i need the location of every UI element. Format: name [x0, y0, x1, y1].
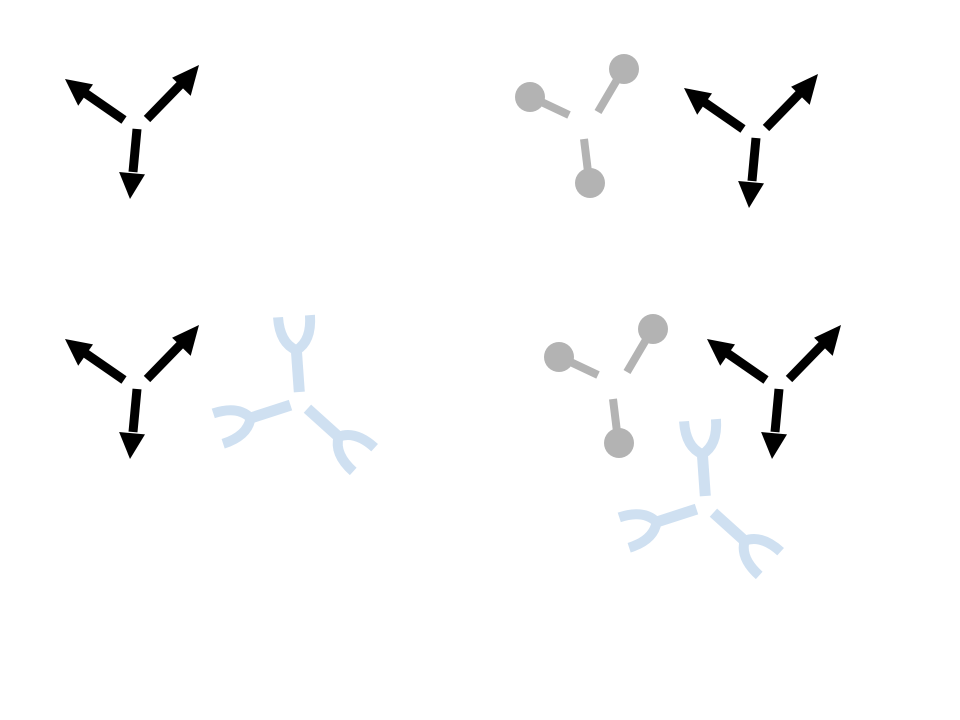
y-shaped-receptor-icon [619, 419, 780, 575]
three-way-arrow-icon [65, 325, 199, 459]
panel-top-left [65, 65, 199, 199]
panel-bottom-right [544, 314, 841, 575]
three-way-arrow-icon [65, 65, 199, 199]
panel-bottom-left [65, 315, 375, 471]
ball-and-stick-ligand-icon [544, 314, 668, 458]
three-way-arrow-icon [707, 325, 841, 459]
ball-and-stick-ligand-icon [515, 54, 639, 198]
panel-top-right [515, 54, 818, 208]
three-way-arrow-icon [684, 74, 818, 208]
y-shaped-receptor-icon [213, 315, 374, 471]
